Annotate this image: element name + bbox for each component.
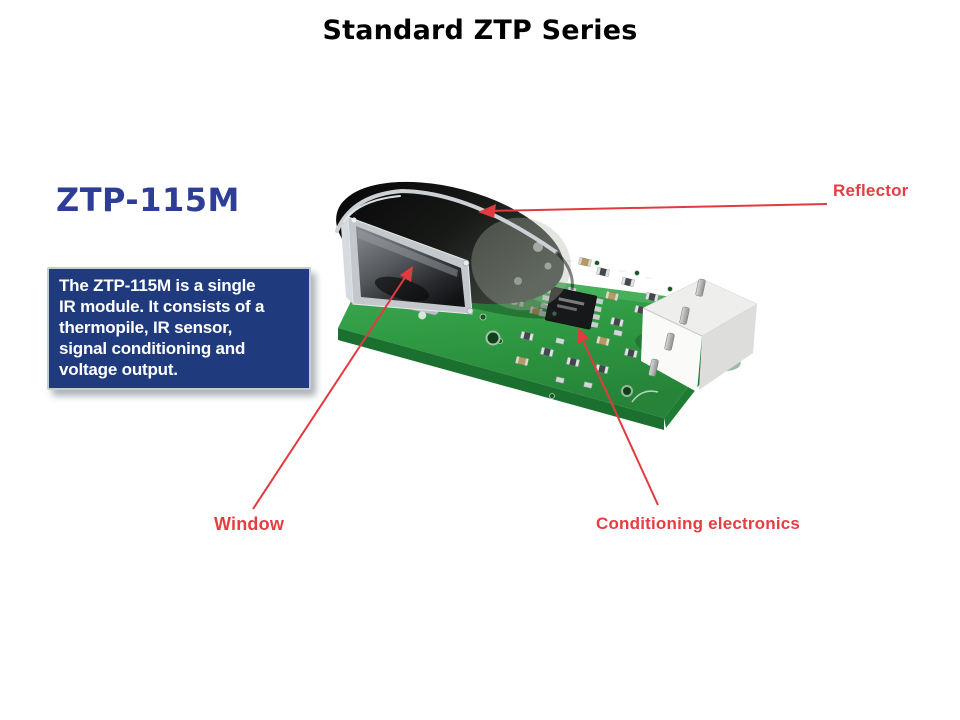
infobox-line: IR module. It consists of a (59, 297, 265, 316)
infobox-line: The ZTP-115M is a single (59, 276, 256, 295)
callout-label-conditioning-electronics: Conditioning electronics (596, 514, 801, 533)
product-description-box: The ZTP-115M is a single IR module. It c… (47, 267, 311, 390)
callout-label-reflector: Reflector (833, 181, 909, 200)
window-glass (351, 217, 474, 315)
product-name: ZTP-115M (56, 181, 240, 219)
infobox-line: thermopile, IR sensor, (59, 318, 233, 337)
callout-label-window: Window (214, 514, 285, 534)
window-arrow (252, 266, 413, 510)
conditioning-arrow (577, 327, 659, 506)
infobox-line: signal conditioning and (59, 339, 246, 358)
output-connector (635, 278, 758, 392)
infobox-line: voltage output. (59, 360, 178, 379)
slide-title: Standard ZTP Series (322, 15, 638, 46)
reflector-arrow (478, 203, 828, 218)
